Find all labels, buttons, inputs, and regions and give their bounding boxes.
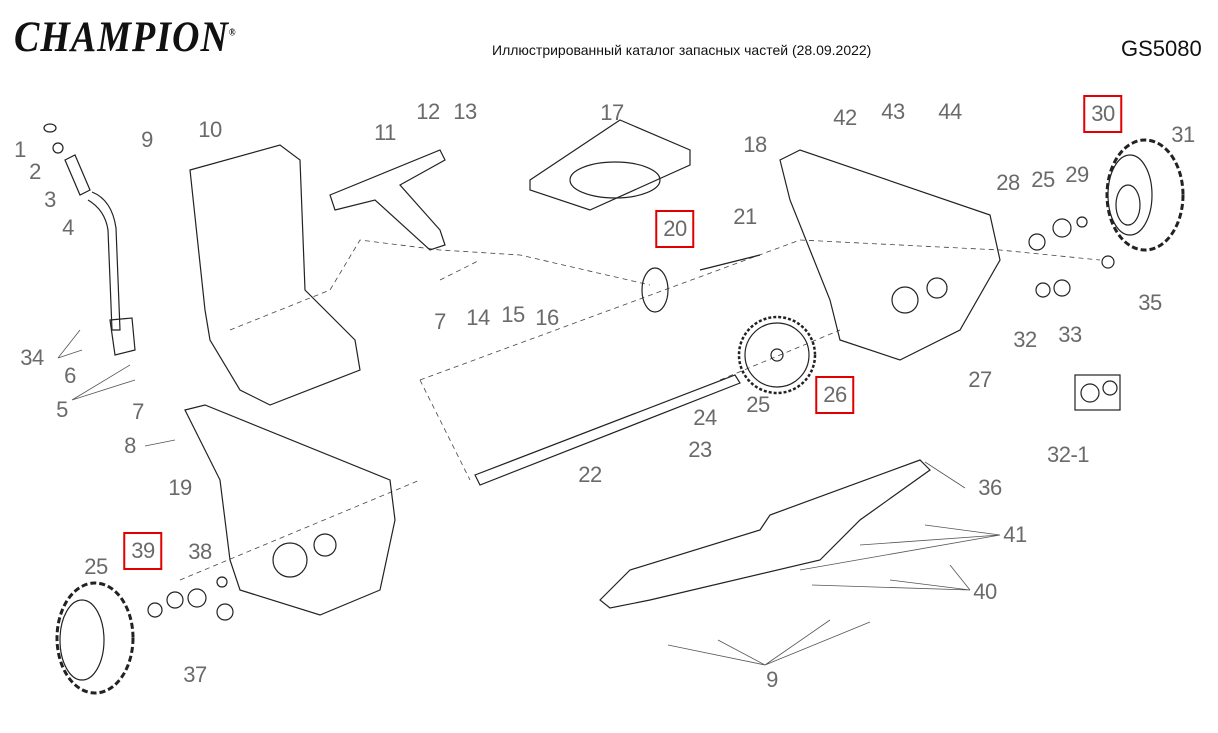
part-label: 19 [168, 475, 192, 500]
part-label: 32-1 [1046, 442, 1090, 467]
part-label: 43 [881, 99, 905, 124]
assembly-lines [179, 239, 1101, 581]
part-label: 24 [693, 405, 717, 430]
part-label: 15 [501, 302, 525, 327]
handle-assembly [43, 123, 136, 356]
panel-19 [184, 404, 396, 616]
part-label: 18 [743, 132, 767, 157]
part-label: 36 [978, 475, 1002, 500]
part-label: 28 [996, 170, 1020, 195]
part-label: 25 [84, 554, 108, 579]
part-label: 8 [124, 433, 136, 458]
panel-10 [189, 144, 361, 406]
part-label-highlighted: 30 [1083, 95, 1123, 133]
bracket-17 [529, 119, 691, 211]
pulley-20 [641, 267, 669, 313]
wheel-left [55, 581, 135, 695]
leader-lines [57, 329, 1001, 666]
part-label: 23 [688, 437, 712, 462]
part-label: 1 [14, 137, 26, 162]
part-label: 4 [62, 215, 74, 240]
part-label: 10 [198, 117, 222, 142]
part-label: 11 [374, 120, 396, 145]
part-label: 31 [1171, 122, 1195, 147]
part-label: 2 [29, 159, 41, 184]
champion-logo: CHAMPION® [14, 13, 237, 62]
part-label: 9 [141, 127, 153, 152]
pivot-11 [329, 149, 446, 251]
part-label: 16 [535, 305, 559, 330]
model-number: GS5080 [1121, 36, 1202, 61]
panel-27 [779, 149, 1001, 361]
part-label: 6 [64, 363, 76, 388]
part-label: 21 [733, 204, 757, 229]
part-label: 22 [578, 462, 602, 487]
part-label: 38 [188, 539, 212, 564]
part-label: 7 [132, 399, 144, 424]
part-label: 35 [1138, 290, 1162, 315]
part-label-highlighted: 20 [655, 210, 695, 248]
part-label: 27 [968, 367, 992, 392]
part-label: 32 [1013, 327, 1037, 352]
part-label: 29 [1065, 162, 1089, 187]
part-label: 37 [183, 662, 207, 687]
part-label: 42 [833, 105, 857, 130]
part-label: 3 [44, 187, 56, 212]
part-label: 44 [938, 99, 962, 124]
part-label: 5 [56, 397, 68, 422]
part-label: 9 [766, 667, 778, 692]
part-label: 13 [453, 99, 477, 124]
part-label-highlighted: 39 [123, 532, 163, 570]
part-label: 14 [466, 305, 490, 330]
catalog-title: Иллюстрированный каталог запасных частей… [492, 42, 872, 58]
part-label: 25 [1031, 167, 1055, 192]
part-label: 40 [973, 579, 997, 604]
part-label: 7 [434, 309, 446, 334]
axle-22 [474, 374, 741, 486]
plate-36 [599, 459, 931, 609]
part-label: 41 [1003, 522, 1027, 547]
part-label: 34 [20, 345, 44, 370]
gear-26 [737, 315, 817, 395]
wheel-30 [1105, 138, 1185, 252]
part-label: 12 [416, 99, 440, 124]
part-label: 17 [600, 100, 624, 125]
part-label: 25 [746, 392, 770, 417]
part-label-highlighted: 26 [815, 376, 855, 414]
part-label: 33 [1058, 322, 1082, 347]
